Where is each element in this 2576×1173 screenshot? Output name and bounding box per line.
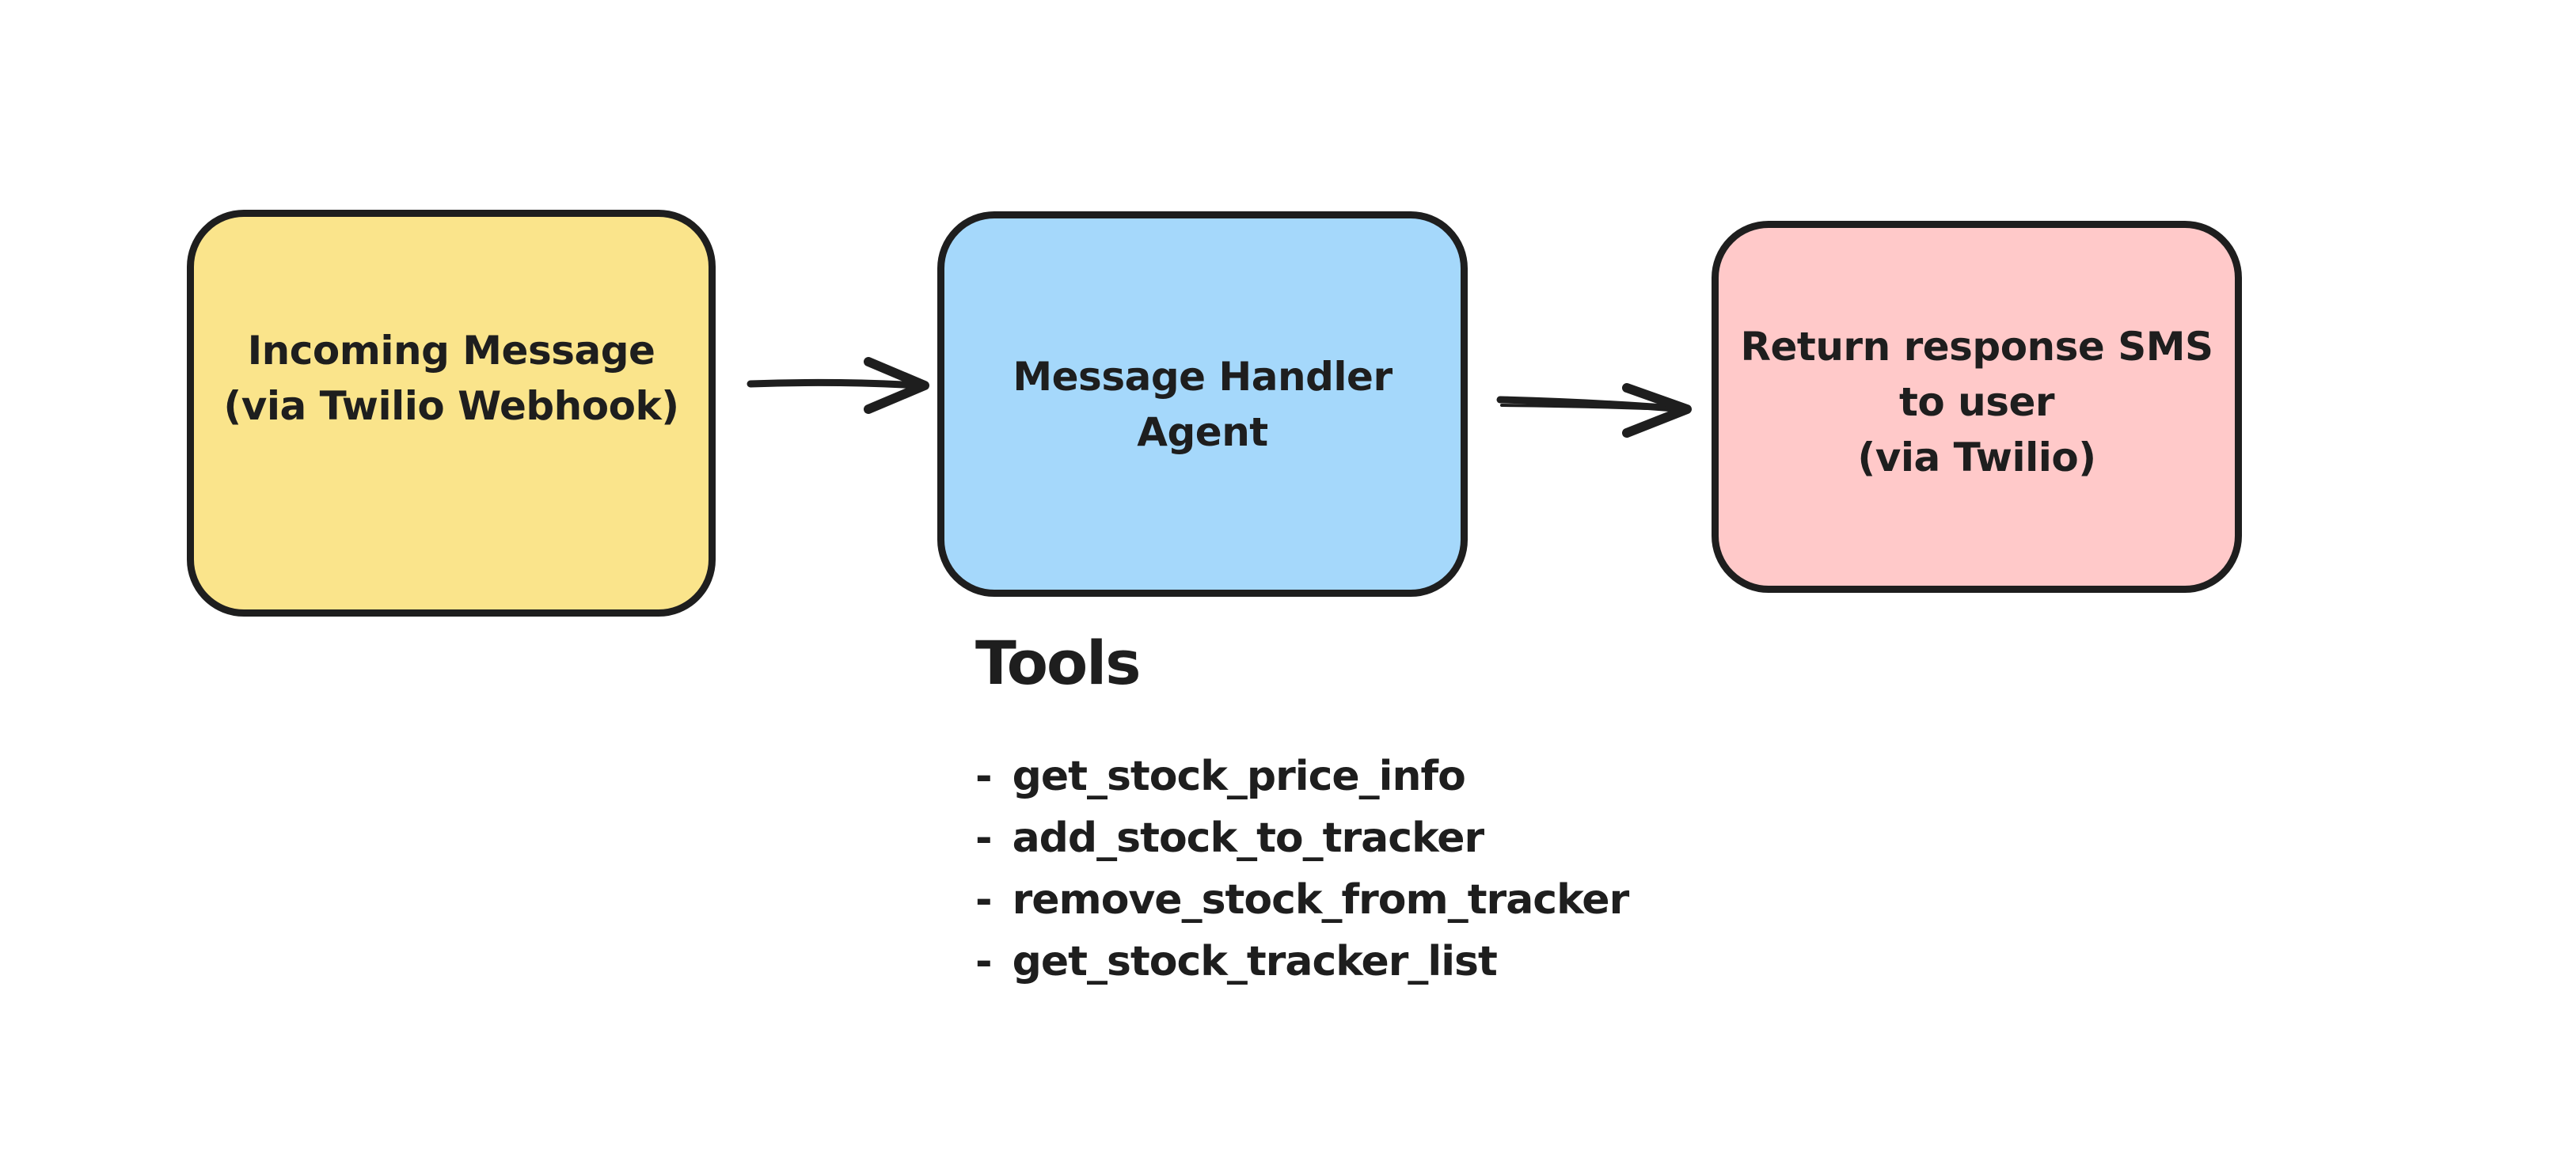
node-label-line: (via Twilio): [1857, 435, 2096, 480]
list-bullet: -: [975, 938, 993, 985]
tools-list-item: - remove_stock_from_tracker: [975, 869, 1630, 931]
tool-name: get_stock_price_info: [1012, 753, 1466, 800]
node-message-handler-agent-label: Message Handler Agent: [1013, 349, 1392, 460]
tools-annotation: Tools - get_stock_price_info - add_stock…: [975, 628, 1630, 993]
tools-list-item: - add_stock_to_tracker: [975, 807, 1628, 869]
node-label-line: (via Twilio Webhook): [223, 383, 679, 429]
list-bullet: -: [975, 753, 993, 800]
node-incoming-message-label: Incoming Message (via Twilio Webhook): [223, 323, 679, 434]
node-return-response-sms: Return response SMS to user (via Twilio): [1712, 221, 2242, 593]
tool-name: get_stock_tracker_list: [1012, 938, 1498, 985]
node-label-line: Return response SMS: [1740, 324, 2214, 370]
tools-list-item: - get_stock_tracker_list: [975, 931, 1628, 993]
node-label-line: Message Handler: [1013, 353, 1392, 400]
tools-list-item: - get_stock_price_info: [975, 746, 1628, 807]
node-label-line: to user: [1898, 379, 2055, 425]
list-bullet: -: [975, 814, 993, 862]
node-label-line: Incoming Message: [247, 328, 655, 374]
tools-list: - get_stock_price_info - add_stock_to_tr…: [975, 746, 1630, 993]
list-bullet: -: [975, 876, 993, 924]
node-message-handler-agent: Message Handler Agent: [937, 211, 1468, 597]
tool-name: add_stock_to_tracker: [1012, 814, 1485, 862]
node-return-response-sms-label: Return response SMS to user (via Twilio): [1740, 319, 2214, 485]
tools-title: Tools: [975, 628, 1141, 698]
arrow-incoming-to-handler-icon: [747, 357, 929, 414]
node-label-line: Agent: [1137, 408, 1268, 455]
node-incoming-message: Incoming Message (via Twilio Webhook): [187, 210, 716, 617]
tool-name: remove_stock_from_tracker: [1012, 876, 1630, 924]
arrow-handler-to-return-icon: [1496, 383, 1692, 438]
